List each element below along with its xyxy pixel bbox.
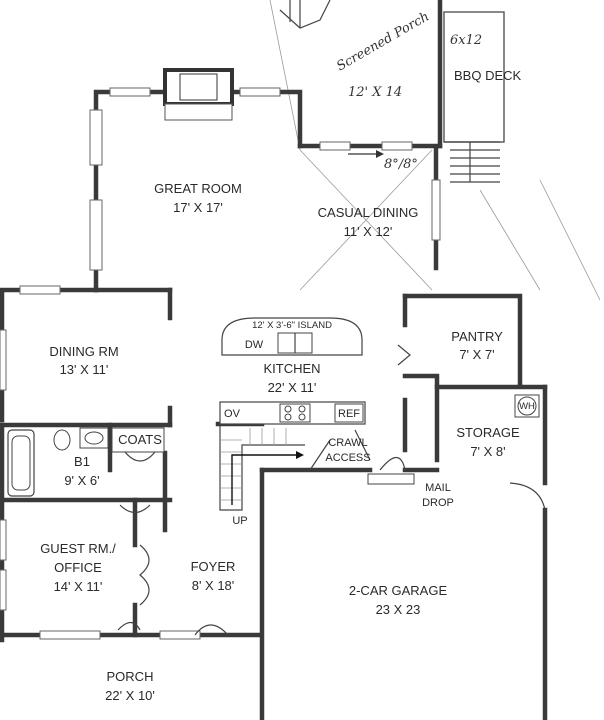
dishwasher-label: DW xyxy=(245,339,264,351)
water-heater-label: WH xyxy=(519,401,535,412)
storage-label: STORAGE xyxy=(456,425,520,440)
kitchen-counter xyxy=(219,401,366,425)
guide-lines xyxy=(269,0,601,301)
bbq-deck xyxy=(443,11,505,183)
casual-dining-size: 11' X 12' xyxy=(344,224,393,239)
great-room-label: GREAT ROOM xyxy=(154,181,242,196)
casual-dining-label: CASUAL DINING xyxy=(318,205,419,220)
storage-size: 7' X 8' xyxy=(470,444,505,459)
kitchen-size: 22' X 11' xyxy=(268,380,317,395)
guest-room-label-2: OFFICE xyxy=(54,560,102,575)
windows xyxy=(0,87,441,640)
bbq-deck-note: 6x12 xyxy=(450,33,482,48)
stairs xyxy=(219,426,305,511)
porch-size: 22' X 10' xyxy=(105,688,155,703)
island-label: 12' X 3'-6" ISLAND xyxy=(252,320,332,331)
deck-door-arrow xyxy=(348,150,384,158)
mail-drop-label-2: DROP xyxy=(422,497,454,509)
foyer-size: 8' X 18' xyxy=(192,578,235,593)
coats-closet xyxy=(111,427,165,453)
doors xyxy=(117,344,546,636)
pantry-size: 7' X 7' xyxy=(459,347,494,362)
deck-door-label: 8°/8° xyxy=(384,157,418,172)
stairs-up-label: UP xyxy=(232,515,247,527)
great-room-size: 17' X 17' xyxy=(173,200,223,215)
guest-room-size: 14' X 11' xyxy=(54,579,103,594)
bath-fixtures xyxy=(7,427,109,497)
bath-size: 9' X 6' xyxy=(64,473,99,488)
coats-label: COATS xyxy=(118,432,162,447)
mail-drop-label: MAIL xyxy=(425,482,451,494)
crawl-access-label: CRAWL xyxy=(328,437,367,449)
kitchen-label: KITCHEN xyxy=(263,361,320,376)
bbq-deck-label: BBQ DECK xyxy=(454,68,522,83)
misc-outlines xyxy=(309,429,415,485)
porch-label: PORCH xyxy=(107,669,154,684)
dining-room-size: 13' X 11' xyxy=(60,362,109,377)
bath-label: B1 xyxy=(74,454,90,469)
guest-room-label: GUEST RM./ xyxy=(40,541,116,556)
refrigerator-label: REF xyxy=(338,408,360,420)
screened-porch-label: Screened Porch xyxy=(334,9,432,74)
fireplace xyxy=(163,68,234,121)
kitchen-island xyxy=(221,317,363,356)
crawl-access-label-2: ACCESS xyxy=(325,452,370,464)
oven-label: OV xyxy=(224,408,241,420)
foyer-label: FOYER xyxy=(191,559,236,574)
water-heater xyxy=(514,394,540,418)
porch-stairs xyxy=(279,0,331,29)
garage-size: 23 X 23 xyxy=(376,602,421,617)
pantry-label: PANTRY xyxy=(451,329,503,344)
garage-label: 2-CAR GARAGE xyxy=(349,583,448,598)
screened-porch-size: 12' X 14 xyxy=(348,85,402,100)
dining-room-label: DINING RM xyxy=(49,344,118,359)
